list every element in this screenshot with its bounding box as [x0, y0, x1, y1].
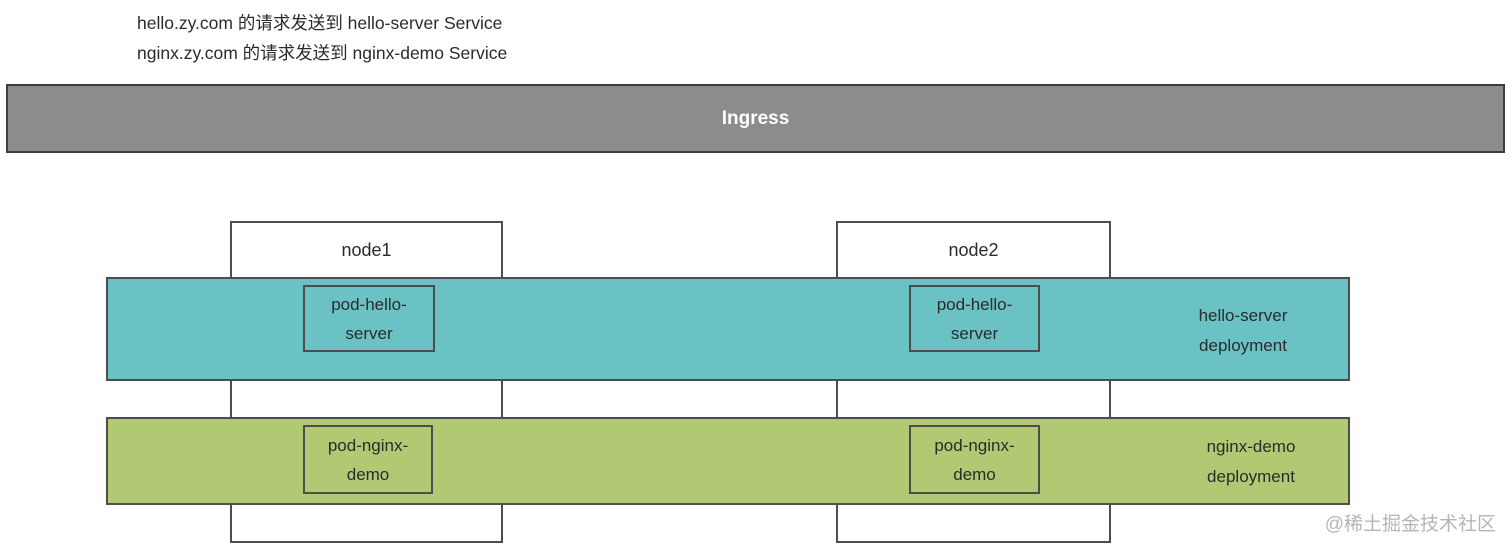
header-line-1: hello.zy.com 的请求发送到 hello-server Service — [137, 13, 503, 33]
pod-label-line: pod-nginx- — [934, 435, 1015, 455]
pod-label-line: pod-hello- — [331, 294, 407, 314]
nginx-demo-deployment-label: nginx-demo deployment — [1151, 432, 1351, 492]
pod-hello-server-node1: pod-hello- server — [303, 285, 435, 352]
header-annotation: hello.zy.com 的请求发送到 hello-server Service… — [137, 8, 507, 68]
ingress-label: Ingress — [721, 107, 790, 129]
deployment-label-line: hello-server — [1198, 306, 1288, 325]
deployment-label-line: deployment — [1199, 336, 1287, 355]
node2-label: node2 — [948, 239, 999, 260]
deployment-label-line: nginx-demo — [1206, 437, 1296, 456]
watermark: @稀土掘金技术社区 — [1324, 514, 1496, 535]
deployment-label-line: deployment — [1207, 467, 1295, 486]
hello-server-deployment-label: hello-server deployment — [1143, 301, 1343, 361]
pod-label-line: demo — [346, 464, 390, 484]
nginx-demo-deployment-band — [106, 417, 1350, 505]
header-line-2: nginx.zy.com 的请求发送到 nginx-demo Service — [137, 43, 508, 63]
pod-label-line: pod-nginx- — [327, 435, 409, 455]
node1-label: node1 — [341, 239, 392, 260]
hello-server-deployment-band — [106, 277, 1350, 381]
pod-nginx-demo-node2: pod-nginx- demo — [909, 425, 1040, 494]
ingress-bar: Ingress — [6, 84, 1505, 153]
pod-label-line: server — [950, 323, 999, 343]
pod-nginx-demo-node1: pod-nginx- demo — [303, 425, 433, 494]
pod-hello-server-node2: pod-hello- server — [909, 285, 1040, 352]
pod-label-line: server — [345, 323, 393, 343]
pod-label-line: pod-hello- — [936, 294, 1013, 314]
pod-label-line: demo — [953, 464, 996, 484]
